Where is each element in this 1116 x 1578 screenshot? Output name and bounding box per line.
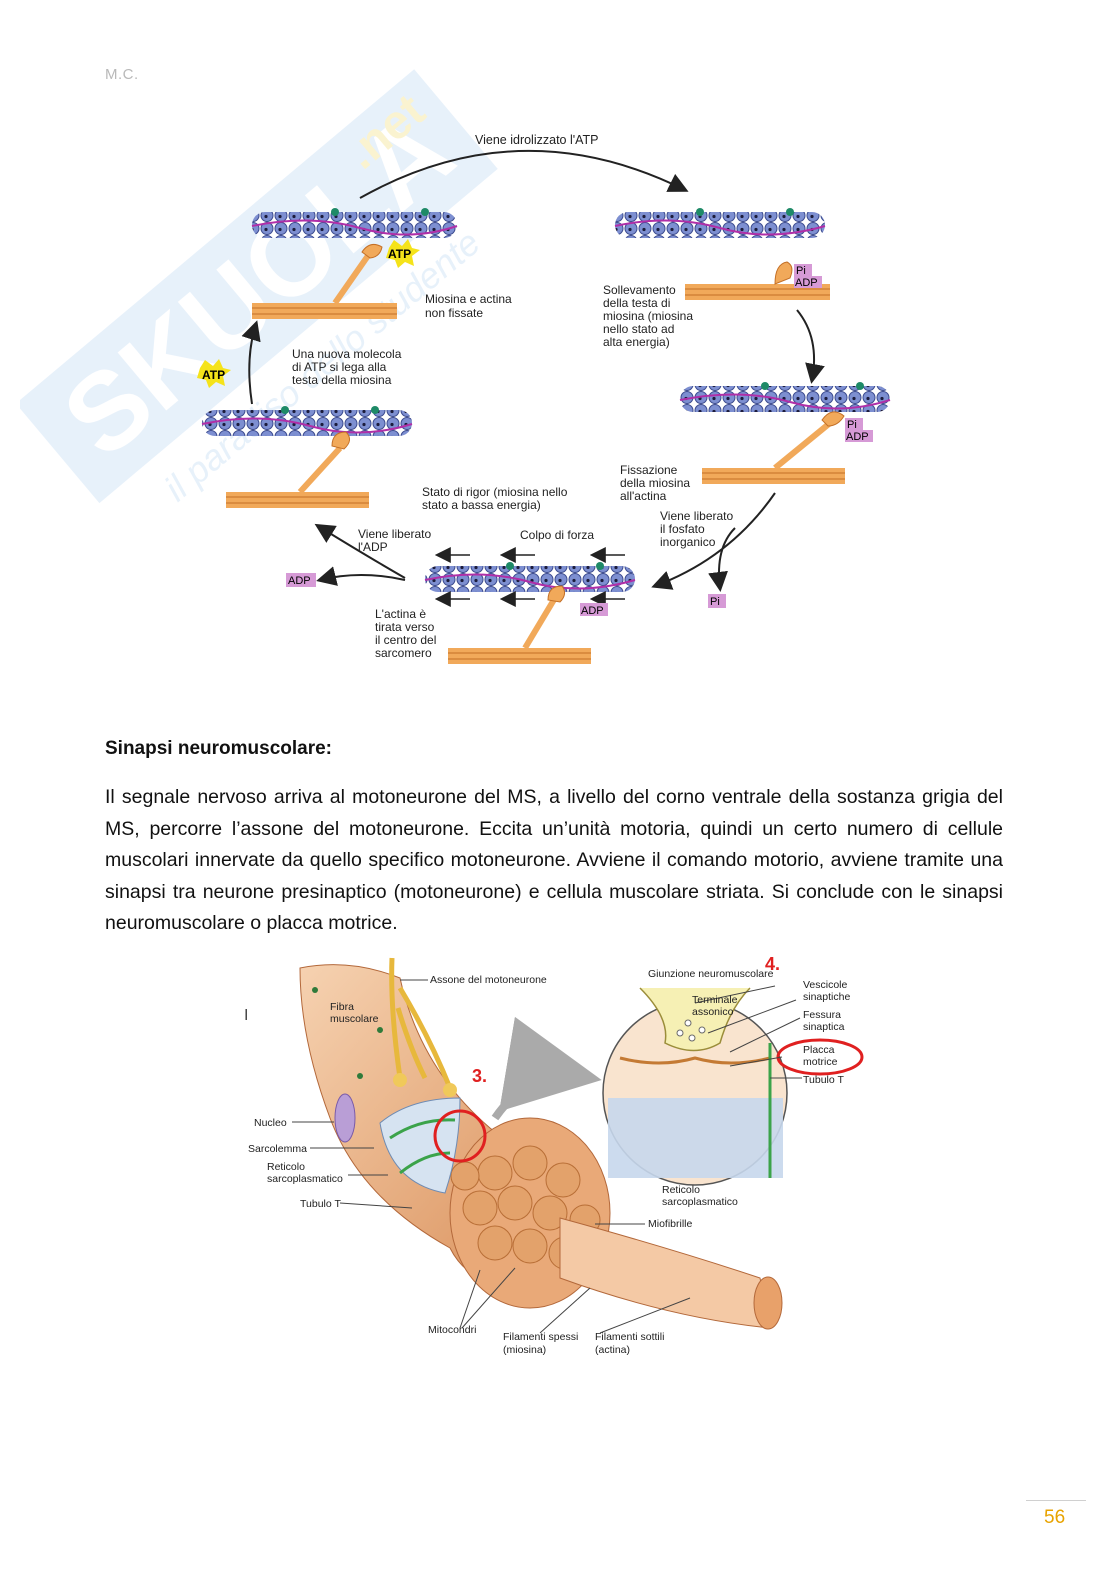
svg-text:ATP: ATP xyxy=(202,368,225,382)
crossbridge-cycle-figure: Viene idrolizzato l'ATP ATP Miosina e ac… xyxy=(197,133,891,664)
marker-circle-3 xyxy=(433,1109,487,1163)
svg-text:Nucleo: Nucleo xyxy=(254,1117,287,1129)
svg-text:Giunzione neuromuscolare: Giunzione neuromuscolare xyxy=(648,968,774,980)
svg-text:Pi: Pi xyxy=(847,419,857,431)
svg-text:ADP: ADP xyxy=(795,277,818,289)
neuromuscular-junction-figure: I 3. Giunzione neuromuscolare 4. xyxy=(244,954,864,1356)
svg-text:Filamenti spessi(miosina): Filamenti spessi(miosina) xyxy=(503,1331,578,1356)
svg-text:Miofibrille: Miofibrille xyxy=(648,1218,693,1230)
adp-badge-bound: ADP xyxy=(580,603,608,617)
atp-badge-2: ATP xyxy=(197,359,231,388)
marker-4: 4. xyxy=(765,954,780,974)
svg-text:ATP: ATP xyxy=(388,247,411,261)
stage-top-left xyxy=(251,208,458,319)
label-power-stroke: Colpo di forza xyxy=(520,528,594,542)
svg-text:Tubulo T: Tubulo T xyxy=(803,1074,844,1086)
svg-text:ADP: ADP xyxy=(288,575,311,587)
svg-text:Pi: Pi xyxy=(710,596,720,608)
stage-left xyxy=(201,406,413,508)
svg-text:ADP: ADP xyxy=(846,431,869,443)
svg-text:Assone del motoneurone: Assone del motoneurone xyxy=(430,974,547,986)
svg-text:Mitocondri: Mitocondri xyxy=(428,1324,476,1336)
header-initials: M.C. xyxy=(105,66,139,83)
marker-circle-4 xyxy=(776,1038,864,1076)
svg-text:Tubulo T: Tubulo T xyxy=(300,1198,341,1210)
marker-3: 3. xyxy=(472,1066,487,1086)
tick-marker: I xyxy=(244,1007,248,1024)
svg-text:Sarcolemma: Sarcolemma xyxy=(248,1143,307,1155)
pi-badge-released: Pi xyxy=(708,594,726,608)
atp-badge-1: ATP xyxy=(386,239,420,268)
svg-text:Filamenti sottili(actina): Filamenti sottili(actina) xyxy=(595,1331,664,1356)
stage-right xyxy=(679,382,891,484)
page-number: 56 xyxy=(1044,1507,1066,1528)
svg-text:Pi: Pi xyxy=(796,265,806,277)
top-cycle-arrow xyxy=(359,149,689,199)
stage-bottom xyxy=(424,547,636,664)
pi-adp-badge-1: Pi ADP xyxy=(794,264,822,289)
footer-rule xyxy=(1026,1500,1086,1501)
pi-adp-badge-2: Pi ADP xyxy=(845,418,873,443)
adp-badge-released: ADP xyxy=(286,573,316,587)
svg-text:ADP: ADP xyxy=(581,605,604,617)
label-atp-hydrolyzed: Viene idrolizzato l'ATP xyxy=(475,133,599,147)
stage-top-right xyxy=(614,208,830,300)
section-body: Il segnale nervoso arriva al motoneurone… xyxy=(105,786,1003,935)
section-title: Sinapsi neuromuscolare: xyxy=(105,738,333,759)
